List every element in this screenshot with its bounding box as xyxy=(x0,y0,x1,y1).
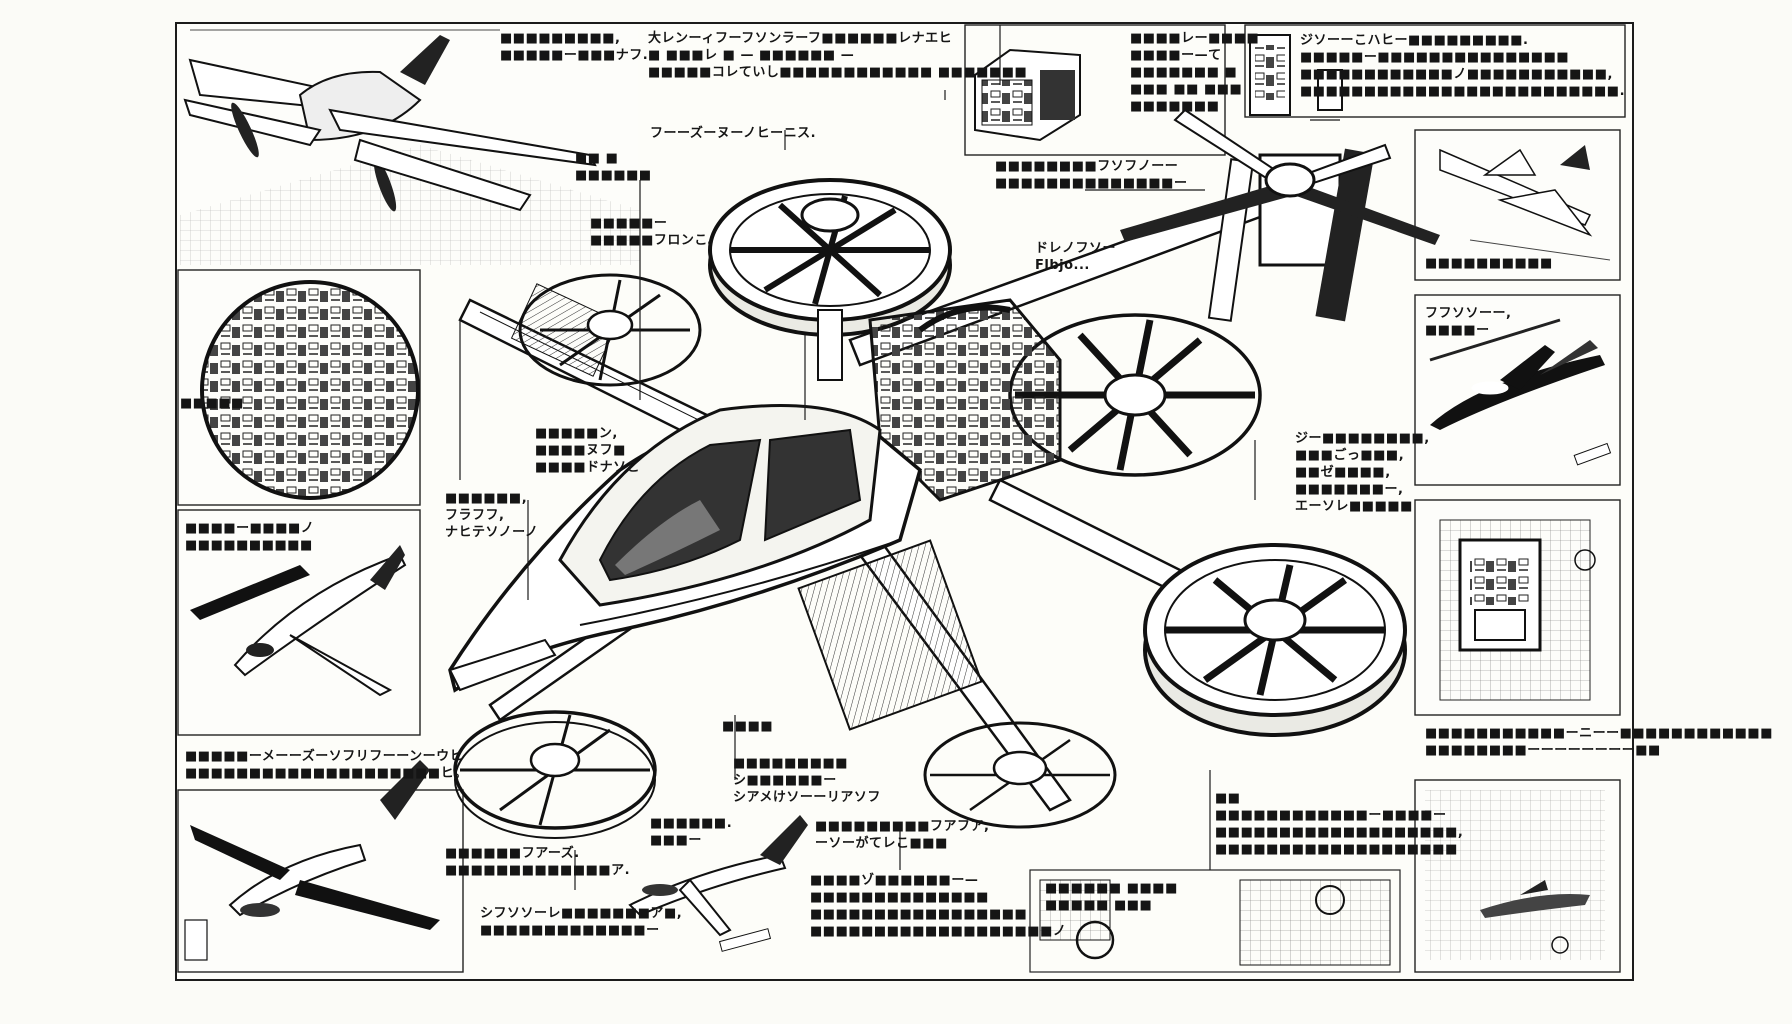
bottom-caption: シフソソーレ■■■■■■■ア■, ■■■■■■■■■■■■■ー xyxy=(480,906,683,938)
label-fuel: ドレノフソー Flbjo... xyxy=(1035,241,1117,273)
panel-topright-cabinet xyxy=(964,24,1226,156)
panel-right-blueprint xyxy=(1414,499,1621,716)
rotor-right xyxy=(1008,313,1262,477)
panel-right-bottom-sheet xyxy=(1414,779,1621,973)
note-right-mid: ■■■■■■■■■■■ーニーー■■■■■■■■■■■■ ■■■■■■■■ーーーー… xyxy=(1425,726,1774,758)
note-bottomright: ■■ ■■■■■■■■■■■■ー■■■■ー ■■■■■■■■■■■■■■■■■■… xyxy=(1215,791,1464,857)
note-left-mid: ■■■■ー■■■■ノ ■■■■■■■■■■ xyxy=(185,521,315,553)
ducted-fan-left xyxy=(518,273,702,387)
rotor-rearleft xyxy=(453,710,657,839)
panel-right-jet-1 xyxy=(1414,129,1621,281)
propeller-topright xyxy=(1120,108,1440,322)
note-wing: ■■■■■ー ■■■■■フロンこ。 xyxy=(590,216,722,248)
main-aircraft xyxy=(448,108,1440,839)
note-right-mark: ■■■■■■■■■■ xyxy=(1425,256,1553,271)
ducted-fan-rearright xyxy=(1143,543,1407,737)
note-rotor: ジー■■■■■■■■, ■■■ごっ■■■, ■■ゼ■■■■, ■■■■■■■ー,… xyxy=(1295,431,1430,514)
note-rp-small: ■■■■■■ ■■■■ ■■■■■ ■■■ xyxy=(1045,881,1178,913)
note-small: ■■■■■■. ■■■ー xyxy=(650,816,733,848)
note-cabin: ■■■■■■■■■フアフア, ーソーがてレこ■■■ xyxy=(815,819,990,851)
note-bottom-plane: ■■■■■■フアーズ. ■■■■■■■■■■■■■ア. xyxy=(445,846,631,878)
panel-left-jet xyxy=(177,509,421,736)
note-runway: ■■ ■ ■■■■■■ xyxy=(575,151,652,183)
note-cockpit: ■■■■■ン, ■■■■ヌフ■ ■■■■ドナソこ xyxy=(535,426,641,475)
note-left-tiny: ■■■■■ xyxy=(180,396,244,411)
note-topcenter: 大レンーィフーフソンラーフ■■■■■■レナエヒ ■ ■■■レ ■ — ■■■■■… xyxy=(648,31,1028,80)
bottom-spec-box xyxy=(1029,869,1401,973)
note-topright: ジソーーこハヒー■■■■■■■■■. ■■■■■ー■■■■■■■■■■■■■■■… xyxy=(1300,33,1626,99)
label-ducted-fan: フーーズーヌーノヒーニス. xyxy=(650,126,817,141)
label-gear: ■■■■ xyxy=(722,719,774,734)
note-right-small: フフソソーー, ■■■■ー xyxy=(1425,306,1512,338)
ducted-fan-topleft xyxy=(708,178,952,381)
bottom-middle-plane xyxy=(628,815,808,952)
panel-topright-device xyxy=(1244,24,1626,118)
rotor-rearcenter xyxy=(923,721,1117,829)
panel-topleft-aircraft xyxy=(178,25,640,265)
note-frame: ■■■■■■, フラフフ, ナヒテソノーノ xyxy=(445,491,539,540)
panel-left-bottom-plane xyxy=(177,760,464,973)
note-landing: ■■■■■■■■■ シ■■■■■■ー シアメけソーーリアソフ xyxy=(733,756,881,805)
panel-right-jet-2 xyxy=(1414,294,1621,486)
note-topleft: ■■■■■■■■■, ■■■■■ー■■■ナフ. xyxy=(500,31,649,63)
fuselage xyxy=(448,404,922,693)
panel-left-circuit-disc xyxy=(177,269,421,506)
note-bottomleft: ■■■■■ーメーーズーソフリフーーンーウヒ ■■■■■■■■■■■■■■■■■■… xyxy=(185,749,468,781)
label-engine: ■■■■■■■■フソフノーー ■■■■■■■■■■■■■■ー xyxy=(995,159,1188,191)
note-bottom-spec: ■■■■ゾ■■■■■■ー— ■■■■■■■■■■■■■■ ■■■■■■■■■■■… xyxy=(810,873,1067,939)
note-top-unit: ■■■■レー■■■■ ■■■■ー—て ■■■■■■■ ■ ■■■ ■■ ■■■ … xyxy=(1130,31,1260,114)
leader-lines xyxy=(459,25,1340,890)
